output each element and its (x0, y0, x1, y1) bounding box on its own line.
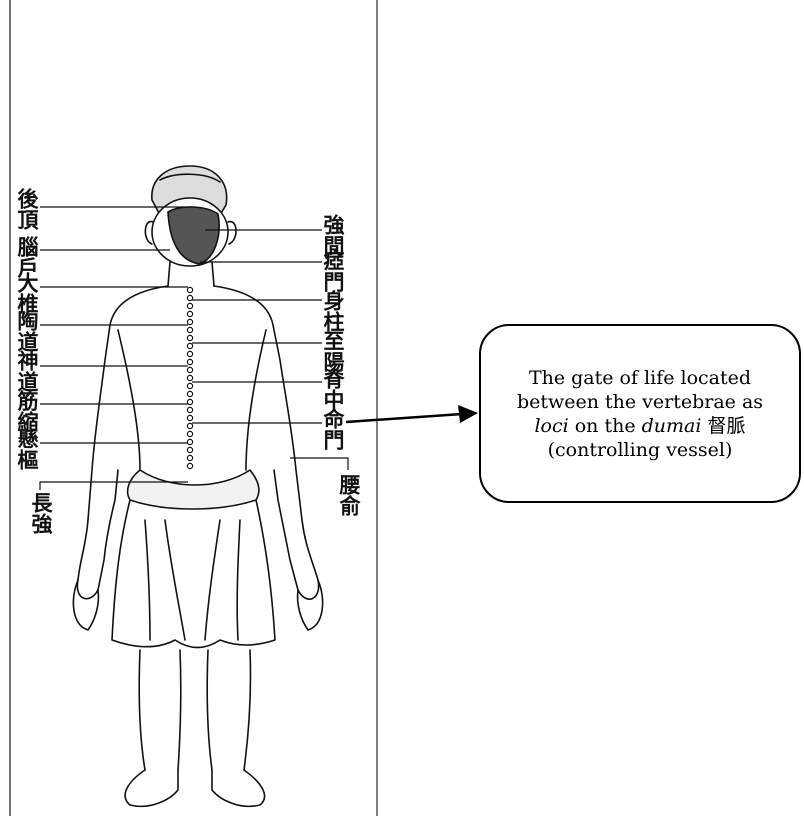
label-yamen: 瘂門 (322, 250, 344, 292)
label-dazhui: 大椎 (16, 272, 38, 314)
label-mingmen: 命門 (322, 408, 344, 450)
waist-cloth (128, 470, 259, 509)
callout-loci: loci (534, 415, 568, 437)
label-changqiang: 長強 (30, 492, 52, 534)
callout-arrow-line (346, 414, 462, 422)
callout-text: The gate of life located between the ver… (507, 366, 773, 462)
label-xuanshu: 懸樞 (16, 428, 38, 470)
callout-arrowhead (458, 405, 478, 423)
callout-line4: (controlling vessel) (548, 439, 733, 461)
callout-line1: The gate of life located (529, 367, 751, 389)
callout-line2: between the vertebrae as (517, 391, 763, 413)
callout-box: The gate of life located between the ver… (479, 324, 801, 503)
callout-chinese: 督脈 (701, 415, 745, 437)
label-yaoshu: 腰俞 (338, 474, 360, 516)
spine-points (187, 287, 192, 468)
label-jinsuo: 筋縮 (16, 390, 38, 432)
label-shendao: 神道 (16, 350, 38, 392)
callout-dumai: dumai (642, 415, 702, 437)
label-shenzhu: 身柱 (322, 290, 344, 332)
label-zhiyang: 至陽 (322, 330, 344, 372)
label-jizhong: 脊中 (322, 368, 344, 410)
skirt (112, 500, 275, 648)
callout-mid: on the (569, 415, 642, 437)
label-taodao: 陶道 (16, 310, 38, 352)
leader-lines-left (40, 207, 188, 490)
label-houding: 後頂 (16, 188, 38, 230)
legs (139, 650, 250, 770)
